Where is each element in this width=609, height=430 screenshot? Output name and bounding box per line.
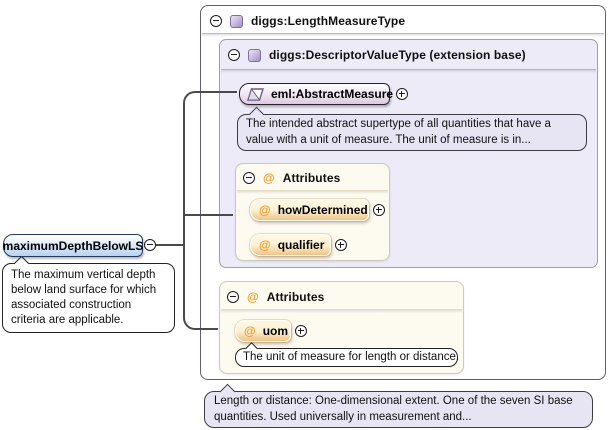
extension-attributes-box: @ Attributes @ howDetermined @ qualifier (235, 163, 390, 261)
type-annotation-tooltip: Length or distance: One-dimensional exte… (204, 383, 593, 428)
base-annotation-text: The intended abstract supertype of all q… (246, 118, 551, 146)
attribute-name-label: qualifier (277, 238, 325, 252)
length-measure-type-panel: diggs:LengthMeasureType diggs:Descriptor… (200, 5, 606, 380)
collapse-icon[interactable] (228, 49, 240, 61)
uom-annotation-tooltip: The unit of measure for length or distan… (235, 342, 460, 367)
complex-type-icon (248, 48, 261, 62)
element-name-label: maximumDepthBelowLS (2, 238, 144, 253)
attributes-header: @ Attributes (243, 171, 340, 185)
type-title: diggs:LengthMeasureType (251, 14, 406, 28)
expand-icon[interactable] (295, 325, 307, 337)
descriptor-value-type-box: diggs:DescriptorValueType (extension bas… (219, 39, 598, 268)
base-annotation-tooltip: The intended abstract supertype of all q… (237, 106, 587, 151)
connector-top-branch (210, 91, 237, 93)
abstract-element-icon (247, 87, 264, 101)
header-divider (202, 33, 604, 37)
connector-middle-branch (185, 214, 233, 216)
attribute-uom[interactable]: @ uom (235, 320, 291, 342)
element-annotation-tooltip: The maximum vertical depth below land su… (2, 255, 175, 333)
expand-icon[interactable] (373, 204, 385, 216)
element-maximumDepthBelowLS[interactable]: maximumDepthBelowLS (3, 234, 143, 257)
type-annotation-text: Length or distance: One-dimensional exte… (214, 395, 573, 423)
complex-type-icon (230, 14, 243, 28)
extension-title: diggs:DescriptorValueType (extension bas… (269, 48, 526, 62)
base-element-name-label: eml:AbstractMeasure (271, 87, 394, 101)
extension-header: diggs:DescriptorValueType (extension bas… (228, 48, 526, 62)
collapse-icon[interactable] (227, 291, 239, 303)
expand-icon[interactable] (396, 88, 408, 100)
panel-header: diggs:LengthMeasureType (210, 14, 405, 28)
element-annotation-text: The maximum vertical depth below land su… (11, 269, 157, 326)
attribute-qualifier[interactable]: @ qualifier (250, 234, 331, 256)
collapse-icon[interactable] (243, 172, 255, 184)
header-divider (237, 190, 388, 194)
header-divider (221, 69, 596, 73)
attribute-at-icon: @ (263, 171, 275, 185)
attribute-at-icon: @ (259, 203, 271, 217)
header-divider (221, 309, 462, 313)
expand-icon[interactable] (335, 239, 347, 251)
attributes-header: @ Attributes (227, 290, 324, 304)
attribute-name-label: howDetermined (277, 203, 368, 217)
attribute-at-icon: @ (259, 238, 271, 252)
element-eml-abstract-measure[interactable]: eml:AbstractMeasure (239, 83, 394, 105)
collapse-icon[interactable] (210, 15, 222, 27)
connector-trunk (183, 91, 218, 330)
connector-element-branch (155, 244, 183, 246)
type-attributes-box: @ Attributes @ uom The unit of measure f… (219, 281, 464, 374)
uom-annotation-text: The unit of measure for length or distan… (243, 351, 460, 363)
element-collapse-icon[interactable] (144, 239, 156, 251)
attributes-label: Attributes (266, 290, 325, 304)
attribute-name-label: uom (262, 324, 289, 338)
attribute-at-icon: @ (244, 324, 256, 338)
attributes-label: Attributes (282, 171, 341, 185)
attribute-howDetermined[interactable]: @ howDetermined (250, 199, 369, 221)
attribute-at-icon: @ (247, 290, 259, 304)
